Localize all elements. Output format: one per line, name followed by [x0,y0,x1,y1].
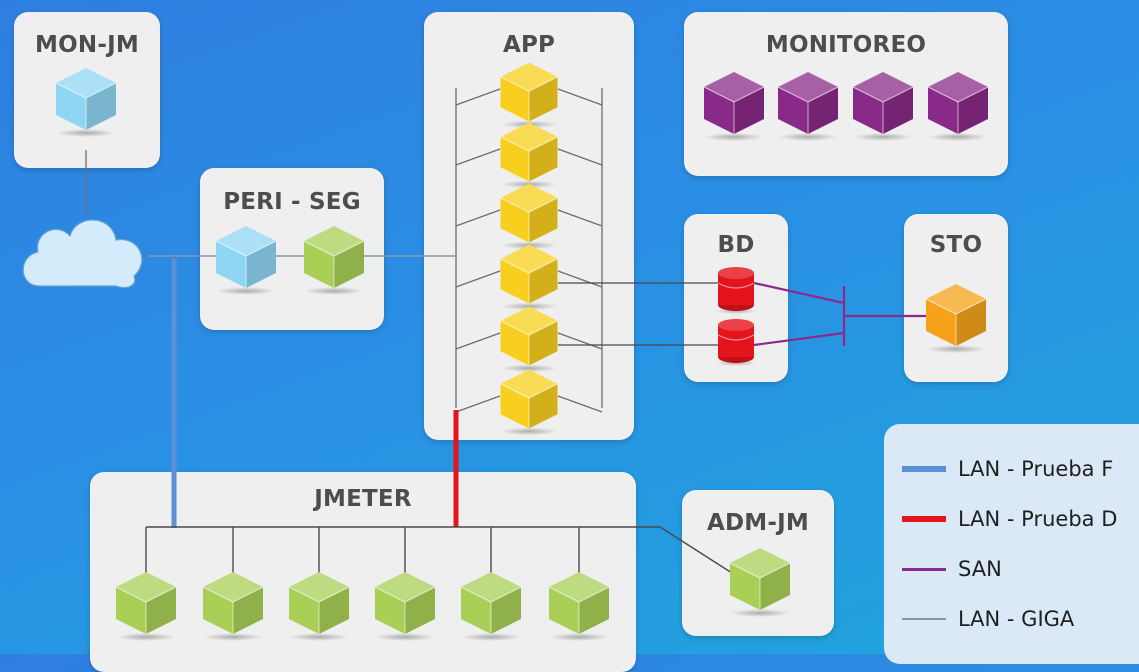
app-left-link [455,395,501,413]
app-server-icon [500,306,558,373]
monitoreo-server-icon [927,72,989,141]
jmeter-node-icon [460,572,522,641]
jmeter-node-icon [288,572,350,641]
jmeter-bus [146,526,733,574]
bd-title: BD [717,232,755,258]
app-right-link [557,395,603,413]
monitoreo-server-icon [852,72,914,141]
app-server-icon [500,183,558,250]
peri-seg-title: PERI - SEG [223,189,361,215]
legend: LAN - Prueba F LAN - Prueba D SAN LAN - … [884,424,1139,664]
app-left-link [455,270,501,288]
jmeter-node-icon [374,572,436,641]
legend-swatch [902,466,946,472]
app-left-link [455,332,501,350]
app-server-icon [500,62,558,129]
seg-server-icon [303,226,365,295]
legend-item-lan-prueba-d: LAN - Prueba D [902,504,1117,534]
san-link-1 [753,281,845,305]
jmeter-node-icon [548,572,610,641]
legend-item-san: SAN [902,554,1002,584]
legend-swatch [902,567,946,571]
app-left-link [455,88,501,106]
sto-title: STO [929,232,983,258]
sto-storage-icon [925,284,987,353]
legend-label: LAN - Prueba D [958,507,1118,531]
app-right-link [557,209,603,227]
mon-jm-server-icon [55,68,117,137]
legend-item-lan-giga: LAN - GIGA [902,604,1074,634]
monitoreo-title: MONITOREO [765,32,927,58]
app-title: APP [502,32,556,58]
legend-item-lan-prueba-f: LAN - Prueba F [902,454,1113,484]
jmeter-panel: JMETER [90,472,636,672]
legend-label: LAN - GIGA [958,607,1075,631]
app-right-link [557,148,603,166]
peri-server-icon [215,226,277,295]
adm-jm-title: ADM-JM [707,510,809,536]
adm-jm-server-icon [729,548,791,617]
node-layer [22,62,989,641]
mon-jm-title: MON-JM [35,32,139,58]
monitoreo-server-icon [703,72,765,141]
legend-swatch [902,618,946,620]
bd-database-icon [716,267,756,314]
legend-label: LAN - Prueba F [958,457,1114,481]
monitoreo-server-icon [777,72,839,141]
wire-layer [85,88,930,576]
jmeter-node-icon [115,572,177,641]
cloud-icon [22,219,143,289]
jmeter-title: JMETER [314,486,412,512]
legend-label: SAN [958,557,1002,581]
network-diagram [22,62,989,641]
san-link-2 [753,331,845,347]
app-server-icon [500,122,558,189]
app-right-link [557,332,603,350]
bd-database-icon [716,319,756,366]
app-right-link [557,270,603,288]
app-left-link [455,209,501,227]
app-left-link [455,148,501,166]
app-right-link [557,88,603,106]
jmeter-node-icon [202,572,264,641]
app-server-icon [500,369,558,436]
app-server-icon [500,244,558,311]
legend-swatch [902,516,946,522]
mon-jm-panel: MON-JM [14,12,160,168]
